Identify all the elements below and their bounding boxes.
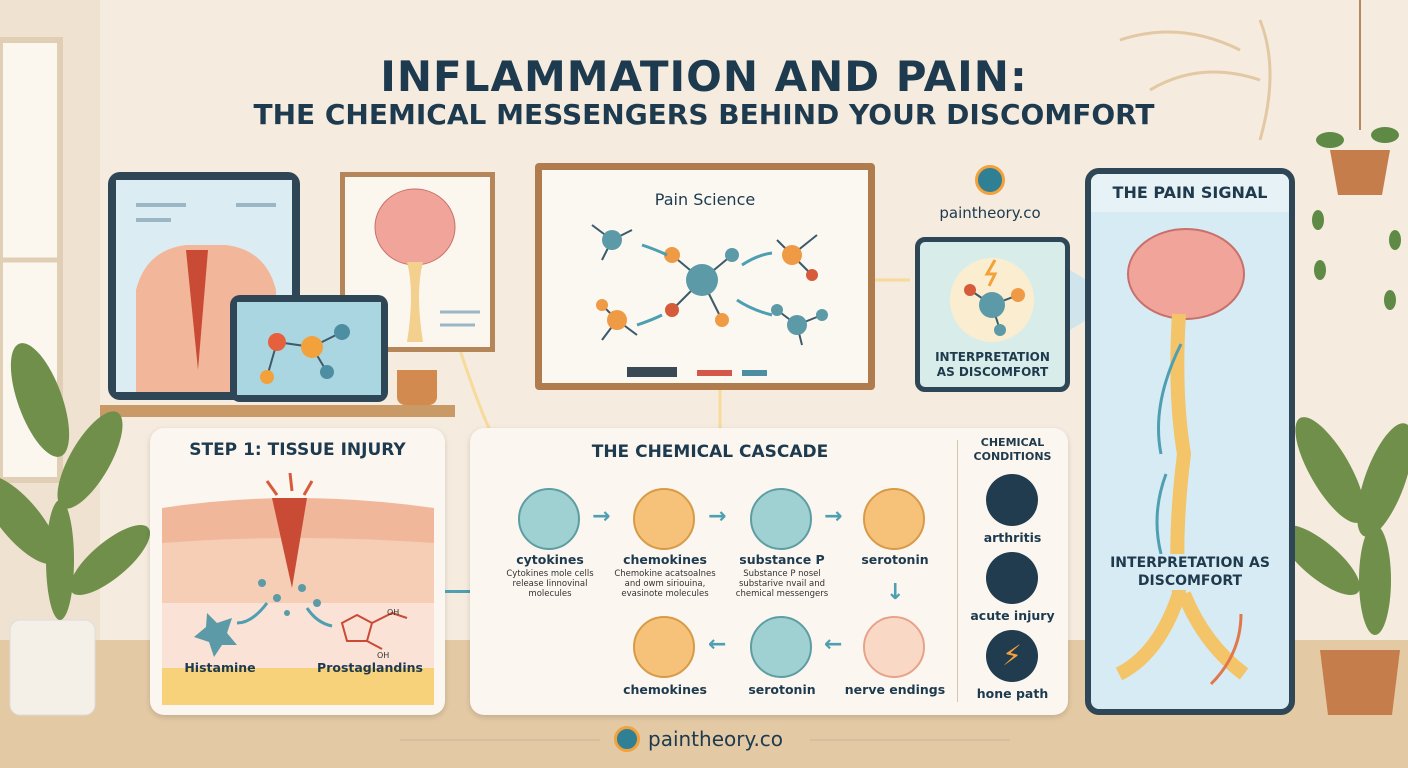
svg-text:OH: OH xyxy=(387,608,399,617)
brain-illustration xyxy=(374,188,480,342)
cascade-item-desc: Cytokines mole cells release Iinnovinal … xyxy=(506,569,594,599)
small-plant xyxy=(397,370,437,405)
pain-molecule-icon xyxy=(950,258,1034,342)
brand-logo-icon xyxy=(975,165,1005,195)
arrow-left-icon: ← xyxy=(824,632,843,657)
cascade-item-label: substance P xyxy=(739,552,825,567)
cascade-item-label: chemokines xyxy=(623,682,707,697)
nerve-endings-icon xyxy=(863,616,925,678)
cascade-item-label: serotonin xyxy=(861,552,929,567)
histamine-label: Histamine xyxy=(184,660,256,675)
ankle-icon xyxy=(986,552,1038,604)
lightning-icon: ⚡ xyxy=(986,630,1038,682)
plant-pot xyxy=(1320,650,1400,715)
page-subtitle: THE CHEMICAL MESSENGERS BEHIND YOUR DISC… xyxy=(253,98,1155,131)
serotonin-icon xyxy=(750,616,812,678)
interpretation-box: INTERPRETATION AS DISCOMFORT xyxy=(915,237,1070,392)
prostaglandin-icon xyxy=(340,611,408,650)
cascade-item-desc: Chemokine acatsoalnes and owm siriouina,… xyxy=(614,569,716,599)
interpretation-label: INTERPRETATION AS DISCOMFORT xyxy=(935,350,1050,379)
joint-icon xyxy=(986,474,1038,526)
molecule-icon xyxy=(237,302,381,395)
cytokines-icon xyxy=(518,488,580,550)
footer-logo-icon xyxy=(614,726,640,752)
serotonin-icon xyxy=(863,488,925,550)
cascade-item-label: serotonin xyxy=(748,682,816,697)
arrow-right-icon: → xyxy=(708,504,727,529)
cascade-title: THE CHEMICAL CASCADE xyxy=(591,442,829,462)
whiteboard-title: Pain Science xyxy=(654,190,756,209)
footer-brand: paintheory.co xyxy=(648,727,784,751)
pain-signal-panel: THE PAIN SIGNAL INTERPRETATION AS DISCOM… xyxy=(1085,168,1295,715)
condition-label: hone path xyxy=(976,686,1049,701)
substance-p-icon xyxy=(750,488,812,550)
plant-pot xyxy=(9,619,96,716)
chemical-cascade-card: THE CHEMICAL CASCADE → → → ↓ cytokines C… xyxy=(470,428,1068,715)
whiteboard: Pain Science xyxy=(535,163,875,390)
chemokines-icon xyxy=(633,488,695,550)
conditions-title: CHEMICAL CONDITIONS xyxy=(973,436,1052,463)
cascade-item-label: chemokines xyxy=(623,552,707,567)
skin-injury-illustration: OH OH xyxy=(162,473,434,705)
cascade-item-label: cytokines xyxy=(516,552,584,567)
brain-spine-illustration xyxy=(1115,228,1249,686)
chemical-conditions: CHEMICAL CONDITIONS arthritis acute inju… xyxy=(960,436,1065,701)
svg-text:OH: OH xyxy=(377,651,389,660)
prostaglandins-label: Prostaglandins xyxy=(317,660,423,675)
brand-name: paintheory.co xyxy=(939,204,1041,222)
pain-signal-title: THE PAIN SIGNAL xyxy=(1091,174,1289,212)
chemokines-icon xyxy=(633,616,695,678)
tissue-injury-card: STEP 1: TISSUE INJURY OH OH Histamine Pr… xyxy=(150,428,445,715)
molecule-diagram xyxy=(591,224,828,377)
connector-arrow xyxy=(445,515,480,593)
pain-signal-label: INTERPRETATION AS DISCOMFORT xyxy=(1101,554,1279,590)
condition-label: acute injury xyxy=(970,608,1055,623)
cascade-item-desc: Substance P nosel substarive nvail and c… xyxy=(735,569,829,599)
condition-label: arthritis xyxy=(983,530,1042,545)
arrow-right-icon: → xyxy=(592,504,611,529)
step1-title: STEP 1: TISSUE INJURY xyxy=(189,440,406,460)
page-title: INFLAMMATION AND PAIN: xyxy=(380,52,1028,101)
molecule-tablet xyxy=(230,295,388,402)
arrow-down-icon: ↓ xyxy=(886,580,905,605)
arrow-right-icon: → xyxy=(824,504,843,529)
cascade-item-label: nerve endings xyxy=(844,682,946,697)
histamine-icon xyxy=(194,613,237,657)
divider xyxy=(957,440,958,702)
arrow-left-icon: ← xyxy=(708,632,727,657)
shelf xyxy=(100,405,455,417)
